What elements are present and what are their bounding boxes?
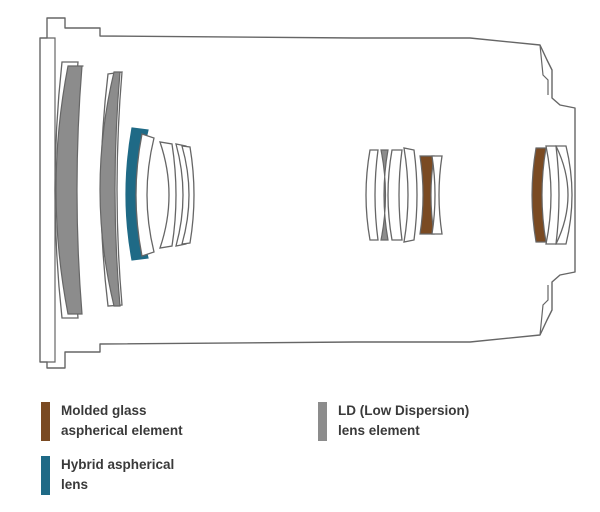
middle-lens-3 (403, 147, 418, 243)
rear-lens-2 (554, 145, 573, 245)
barrel-rear-step (539, 44, 549, 336)
middle-molded-glass-element (419, 155, 435, 235)
rear-lens-1 (545, 145, 560, 245)
legend-label-ld: LD (Low Dispersion) lens element (338, 403, 470, 438)
hybrid-companion-lens (135, 133, 155, 257)
middle-lens-4 (431, 155, 443, 235)
legend-item-hybrid: Hybrid aspherical lens (41, 456, 174, 495)
legend-label-molded-glass: Molded glass aspherical element (61, 403, 183, 438)
legend-item-ld: LD (Low Dispersion) lens element (318, 402, 469, 441)
barrel-front-step (47, 37, 56, 363)
front-ld-element-2 (99, 71, 121, 307)
brown-swatch-icon (41, 402, 50, 441)
front-ld-element-1 (55, 65, 84, 315)
front-group-rear-lens-1 (159, 141, 177, 249)
blue-swatch-icon (41, 456, 50, 495)
middle-lens-2 (387, 149, 403, 241)
front-group-rear-lens-3 (181, 145, 195, 245)
legend-label-hybrid: Hybrid aspherical lens (61, 457, 175, 492)
middle-ld-element (380, 149, 389, 241)
gray-swatch-icon (318, 402, 327, 441)
middle-lens-1 (365, 149, 379, 241)
lens-cross-section-diagram (39, 17, 576, 369)
rear-molded-glass-element (531, 147, 547, 243)
legend-item-molded-glass: Molded glass aspherical element (41, 402, 183, 441)
lens-barrel-outline (39, 17, 576, 369)
